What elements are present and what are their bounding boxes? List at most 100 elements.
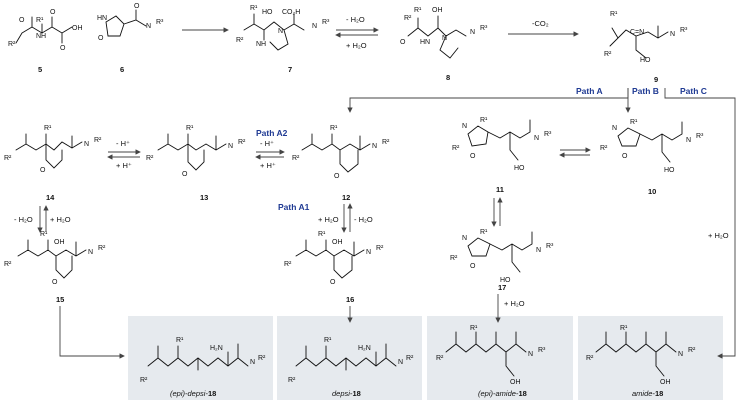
svg-text:R¹: R¹ xyxy=(480,117,488,124)
compound-label-6: 6 xyxy=(120,65,124,74)
svg-text:R¹: R¹ xyxy=(36,17,44,24)
svg-text:R²: R² xyxy=(406,355,414,362)
cond-7-8-plus-water: + H₂O xyxy=(346,41,367,50)
structure-epi-depsi-18: R² R¹ H₂N N R² xyxy=(140,337,266,384)
compound-label-7: 7 xyxy=(288,65,292,74)
path-c-label: Path C xyxy=(680,86,707,96)
svg-text:N: N xyxy=(84,141,89,148)
svg-text:N: N xyxy=(534,135,539,142)
svg-text:R¹: R¹ xyxy=(480,229,488,236)
svg-text:NH: NH xyxy=(256,41,266,48)
compound-label-5: 5 xyxy=(38,65,42,74)
svg-text:R¹: R¹ xyxy=(250,5,258,12)
svg-text:R²: R² xyxy=(258,355,266,362)
svg-text:R²: R² xyxy=(382,139,390,146)
compound-label-9: 9 xyxy=(654,75,658,84)
svg-text:R²: R² xyxy=(8,41,16,48)
svg-text:N: N xyxy=(146,23,151,30)
svg-text:R²: R² xyxy=(4,261,12,268)
path-b-label: Path B xyxy=(632,86,659,96)
svg-text:R¹: R¹ xyxy=(186,125,194,132)
svg-text:N: N xyxy=(228,143,233,150)
cond-8-9-minus-co2: -CO₂ xyxy=(532,19,549,28)
svg-text:+ H⁺: + H⁺ xyxy=(260,161,276,170)
svg-text:R¹: R¹ xyxy=(610,11,618,18)
svg-text:R²: R² xyxy=(688,347,696,354)
product-box-depsi xyxy=(277,316,422,400)
svg-text:N: N xyxy=(686,137,691,144)
svg-text:O: O xyxy=(182,171,188,178)
structure-8: O R¹ OH HN N N R³ R² xyxy=(400,7,488,59)
svg-text:+ H₂O: + H₂O xyxy=(50,215,71,224)
svg-text:R²: R² xyxy=(600,145,608,152)
structure-amide-18: R² R¹ N R² OH xyxy=(586,325,696,386)
structure-16: R² R¹ OH N R² O xyxy=(284,231,384,286)
product-label-epi-amide: (epi)-amide-18 xyxy=(478,389,527,398)
compound-label-13: 13 xyxy=(200,193,208,202)
svg-text:R²: R² xyxy=(4,155,12,162)
structure-depsi-18: R² R¹ H₂N N R² xyxy=(288,337,414,384)
svg-text:R²: R² xyxy=(604,51,612,58)
svg-text:O: O xyxy=(40,167,46,174)
svg-text:O: O xyxy=(60,45,66,52)
svg-text:OH: OH xyxy=(660,379,671,386)
svg-text:R¹: R¹ xyxy=(620,325,628,332)
svg-text:N: N xyxy=(678,351,683,358)
svg-text:O: O xyxy=(19,17,25,24)
svg-text:N: N xyxy=(528,351,533,358)
structure-17: N R¹ R² O N R³ HO xyxy=(450,229,554,284)
structure-epi-amide-18: R² R¹ N R³ OH xyxy=(436,325,546,386)
svg-text:R²: R² xyxy=(288,377,296,384)
svg-text:CO₂H: CO₂H xyxy=(282,9,300,16)
structure-5: R² O R¹ NH O O OH xyxy=(8,9,83,52)
compound-label-8: 8 xyxy=(446,73,450,82)
svg-text:N: N xyxy=(612,125,617,132)
svg-text:R²: R² xyxy=(436,355,444,362)
compound-label-15: 15 xyxy=(56,295,64,304)
svg-text:C=N: C=N xyxy=(630,29,644,36)
structure-13: R² R¹ N R² O xyxy=(146,125,246,178)
svg-text:R²: R² xyxy=(586,355,594,362)
structure-6: HN O O N R³ xyxy=(97,3,164,42)
compound-label-11: 11 xyxy=(496,185,504,194)
svg-text:HO: HO xyxy=(500,277,511,284)
svg-text:HO: HO xyxy=(514,165,525,172)
structure-12: R² R¹ N R² O xyxy=(292,125,390,180)
svg-text:O: O xyxy=(50,9,56,16)
svg-text:O: O xyxy=(134,3,140,10)
svg-text:N: N xyxy=(670,31,675,38)
compound-label-17: 17 xyxy=(498,283,506,292)
svg-text:R²: R² xyxy=(452,145,460,152)
svg-text:- H₂O: - H₂O xyxy=(14,215,33,224)
svg-text:N: N xyxy=(462,235,467,242)
structure-9: R¹ C=N N R³ R² HO xyxy=(604,11,688,64)
compound-label-10: 10 xyxy=(648,187,656,196)
svg-text:N: N xyxy=(470,29,475,36)
compound-label-12: 12 xyxy=(342,193,350,202)
svg-text:R²: R² xyxy=(376,245,384,252)
product-box-amide xyxy=(578,316,723,400)
svg-text:R²: R² xyxy=(238,139,246,146)
svg-text:+ H⁺: + H⁺ xyxy=(116,161,132,170)
path-a1-label: Path A1 xyxy=(278,202,310,212)
svg-text:- H⁺: - H⁺ xyxy=(260,139,274,148)
svg-text:R²: R² xyxy=(146,155,154,162)
svg-text:N: N xyxy=(250,359,255,366)
svg-text:R³: R³ xyxy=(480,25,488,32)
compound-label-14: 14 xyxy=(46,193,55,202)
svg-text:N: N xyxy=(88,249,93,256)
svg-text:R²: R² xyxy=(98,245,106,252)
svg-text:N: N xyxy=(312,23,317,30)
svg-text:R³: R³ xyxy=(538,347,546,354)
svg-text:OH: OH xyxy=(332,239,343,246)
svg-text:H₂N: H₂N xyxy=(358,345,371,352)
structure-11: N R¹ R² O N R³ HO xyxy=(452,117,552,172)
svg-text:HO: HO xyxy=(262,9,273,16)
svg-text:N: N xyxy=(372,143,377,150)
svg-text:NH: NH xyxy=(36,33,46,40)
product-label-depsi: depsi-18 xyxy=(332,389,361,398)
svg-text:R²: R² xyxy=(94,137,102,144)
product-box-epi-depsi xyxy=(128,316,273,400)
structure-14: R² R¹ N R² O xyxy=(4,125,102,174)
svg-text:OH: OH xyxy=(54,239,65,246)
